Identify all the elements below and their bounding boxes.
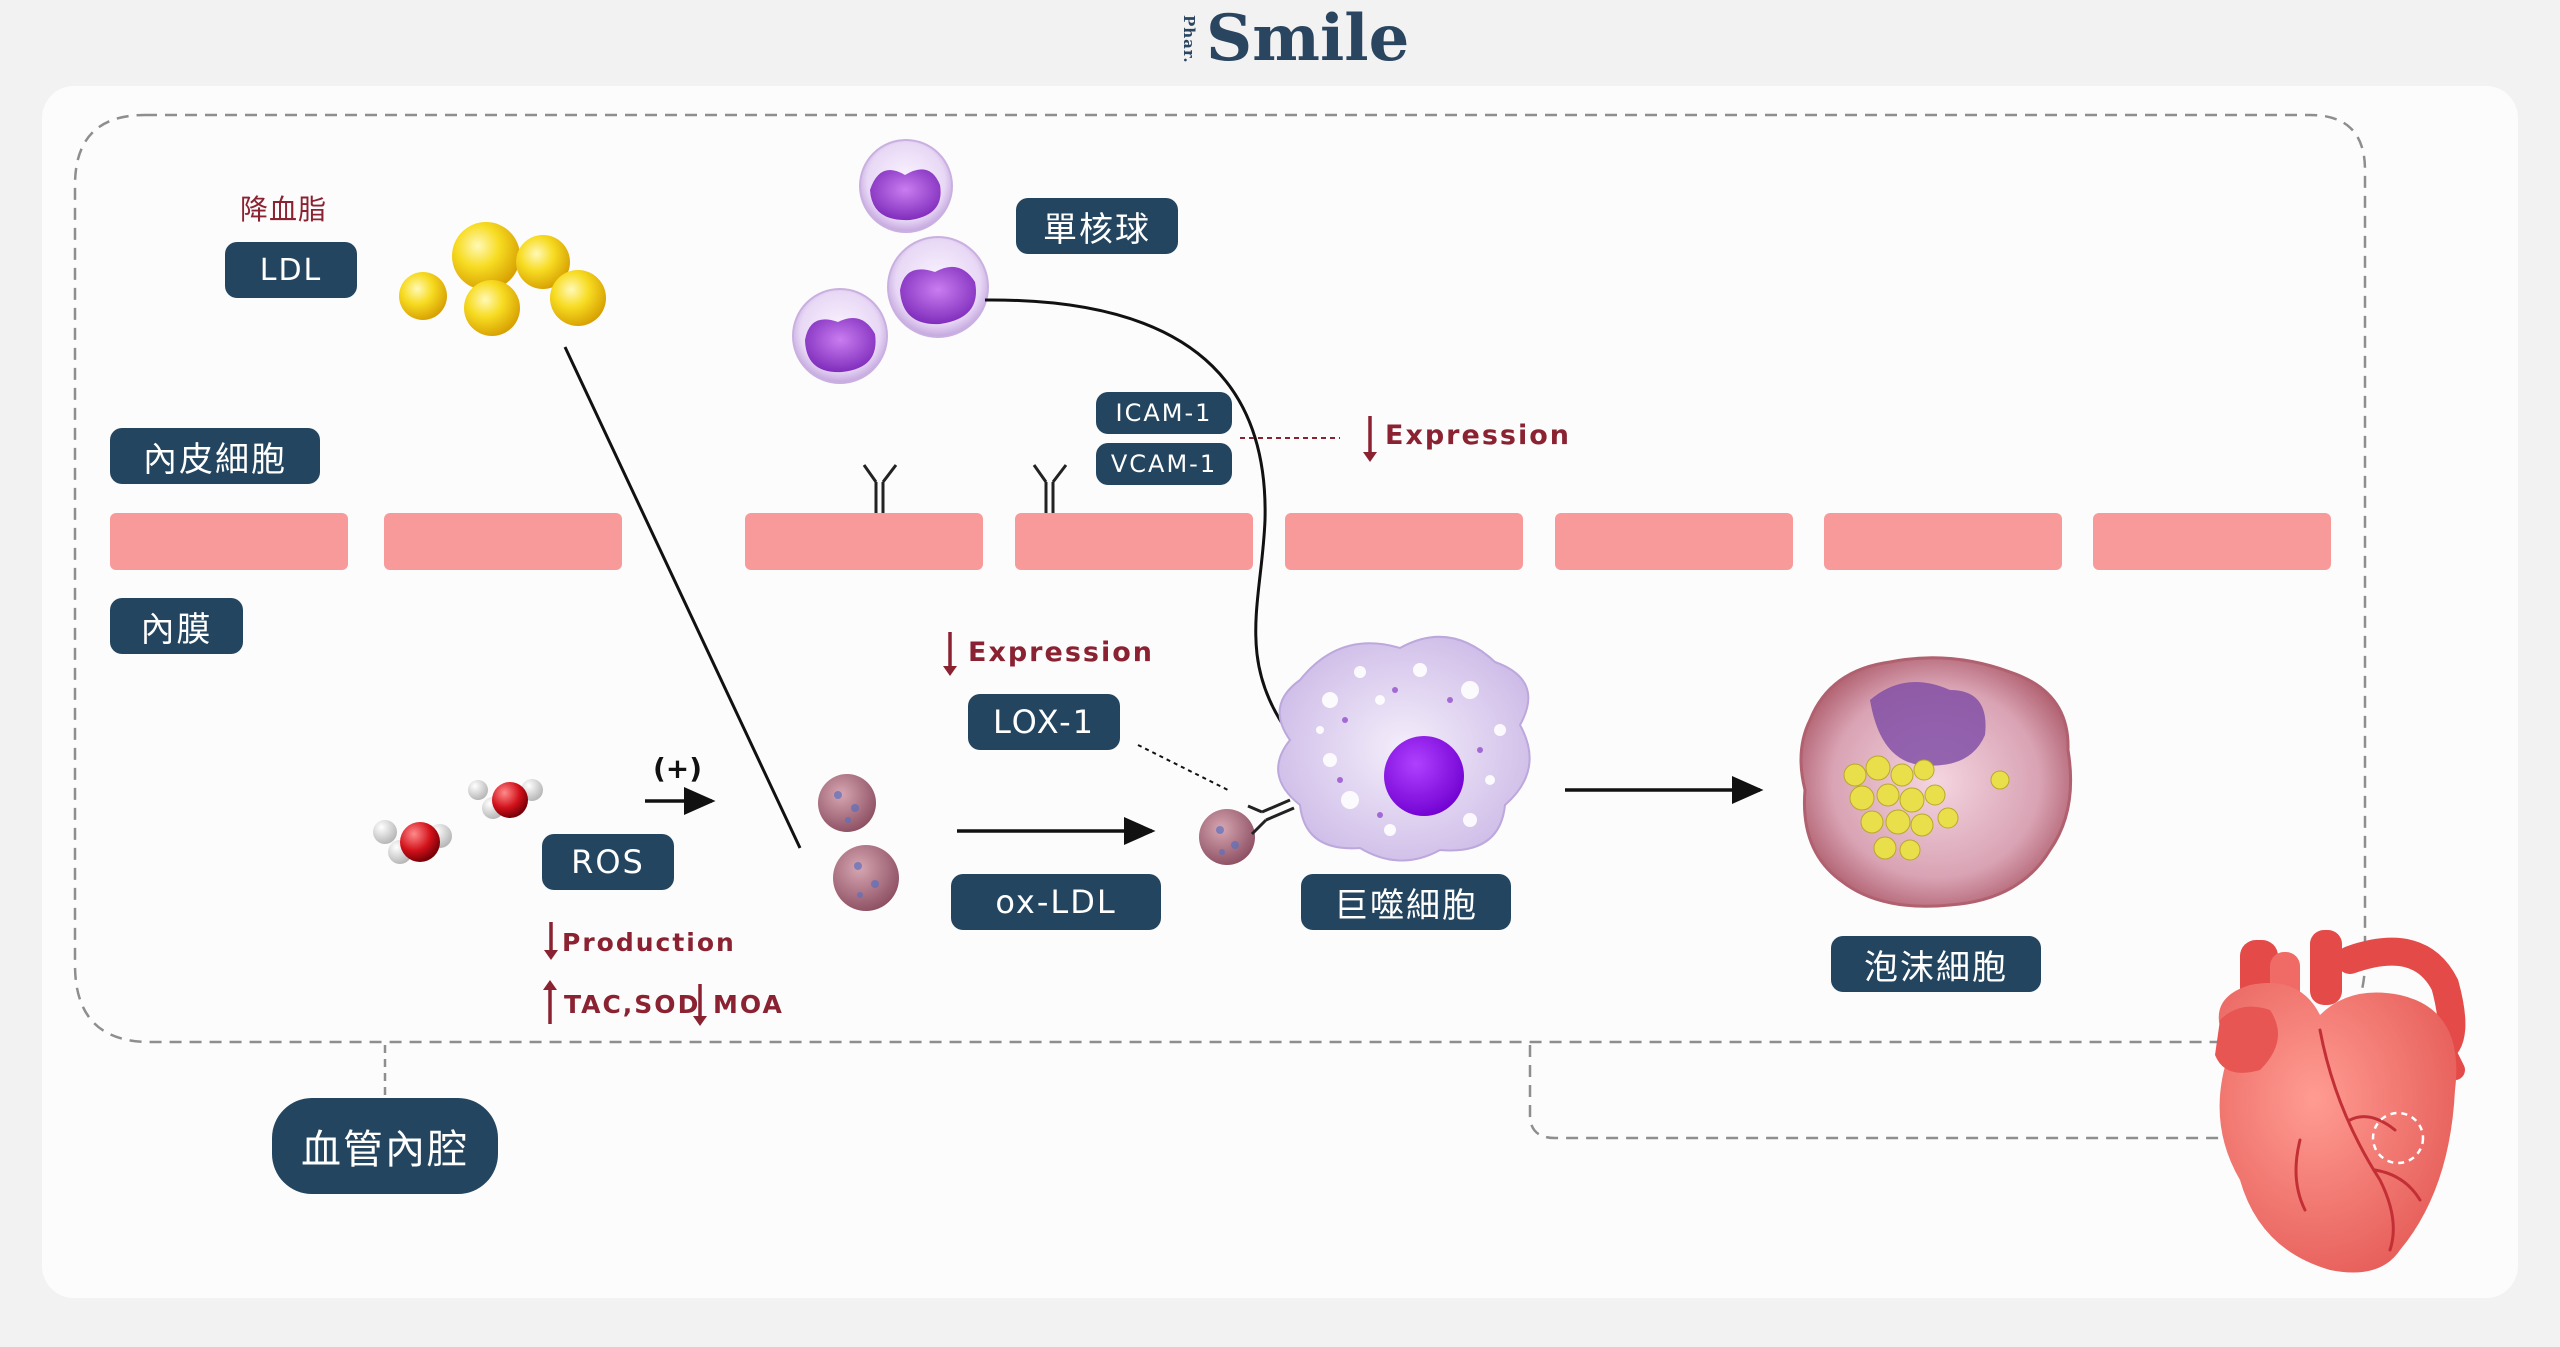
- arrow-down-icon: [1363, 416, 1377, 462]
- promote-label: (+): [653, 752, 703, 785]
- macrophage-label: 巨噬細胞: [1301, 874, 1511, 930]
- arrow-down-icon: [693, 984, 707, 1026]
- endothelial-cell: [745, 513, 983, 570]
- lumen-label: 血管內腔: [272, 1098, 498, 1194]
- lox-expression-label: Expression: [968, 637, 1154, 668]
- monocyte-migration-curve: [984, 298, 1292, 736]
- oxldl-label: ox-LDL: [951, 874, 1161, 930]
- brand-small-text: Phar.: [1180, 14, 1198, 64]
- endothelial-label: 內皮細胞: [110, 428, 320, 484]
- arrow-down-icon: [544, 922, 558, 960]
- tac-sod-label: TAC,SOD: [564, 990, 701, 1019]
- macrophage-icon: [1277, 635, 1531, 862]
- heart-connector: [1528, 1045, 2370, 1140]
- heart-icon: [2215, 930, 2466, 1273]
- oxldl-particle-icon: [818, 774, 1255, 911]
- brand-logo: Phar. Smile: [1180, 4, 1409, 74]
- receptor-icon: [1247, 798, 1295, 836]
- production-label: Production: [562, 928, 736, 957]
- foam-cell-icon: [1799, 656, 2073, 908]
- lox-dotted-line: [1137, 744, 1229, 791]
- endothelial-cell: [384, 513, 622, 570]
- ros-label: ROS: [542, 834, 674, 890]
- endothelial-cell: [2093, 513, 2331, 570]
- lox-label: LOX-1: [968, 694, 1120, 750]
- vcam-label: VCAM-1: [1096, 443, 1232, 485]
- endothelium-layer: [110, 513, 2331, 570]
- endothelial-cell: [1824, 513, 2062, 570]
- ldl-pathway-line: [563, 346, 802, 849]
- arrow-down-icon: [943, 632, 957, 676]
- ldl-label: LDL: [225, 242, 357, 298]
- monocyte-label: 單核球: [1016, 198, 1178, 254]
- arrow-up-icon: [543, 980, 557, 1024]
- receptor-icon: [862, 464, 1068, 513]
- endothelial-cell: [1015, 513, 1253, 570]
- endothelial-cell: [1555, 513, 1793, 570]
- endothelial-cell: [1285, 513, 1523, 570]
- monocyte-icon: [792, 139, 989, 384]
- foam-cell-label: 泡沫細胞: [1831, 936, 2041, 992]
- icam-label: ICAM-1: [1096, 392, 1232, 434]
- diagram-card: [42, 86, 2518, 1298]
- intima-label: 內膜: [110, 598, 243, 654]
- ros-molecule-icon: [373, 779, 543, 864]
- adhesion-expression-label: Expression: [1385, 420, 1571, 451]
- endothelial-cell: [110, 513, 348, 570]
- ldl-particle-icon: [399, 222, 606, 336]
- brand-title: Smile: [1206, 1, 1410, 76]
- moa-label: MOA: [713, 990, 784, 1019]
- ldl-note-label: 降血脂: [240, 193, 328, 226]
- vessel-outline: [73, 113, 2367, 1044]
